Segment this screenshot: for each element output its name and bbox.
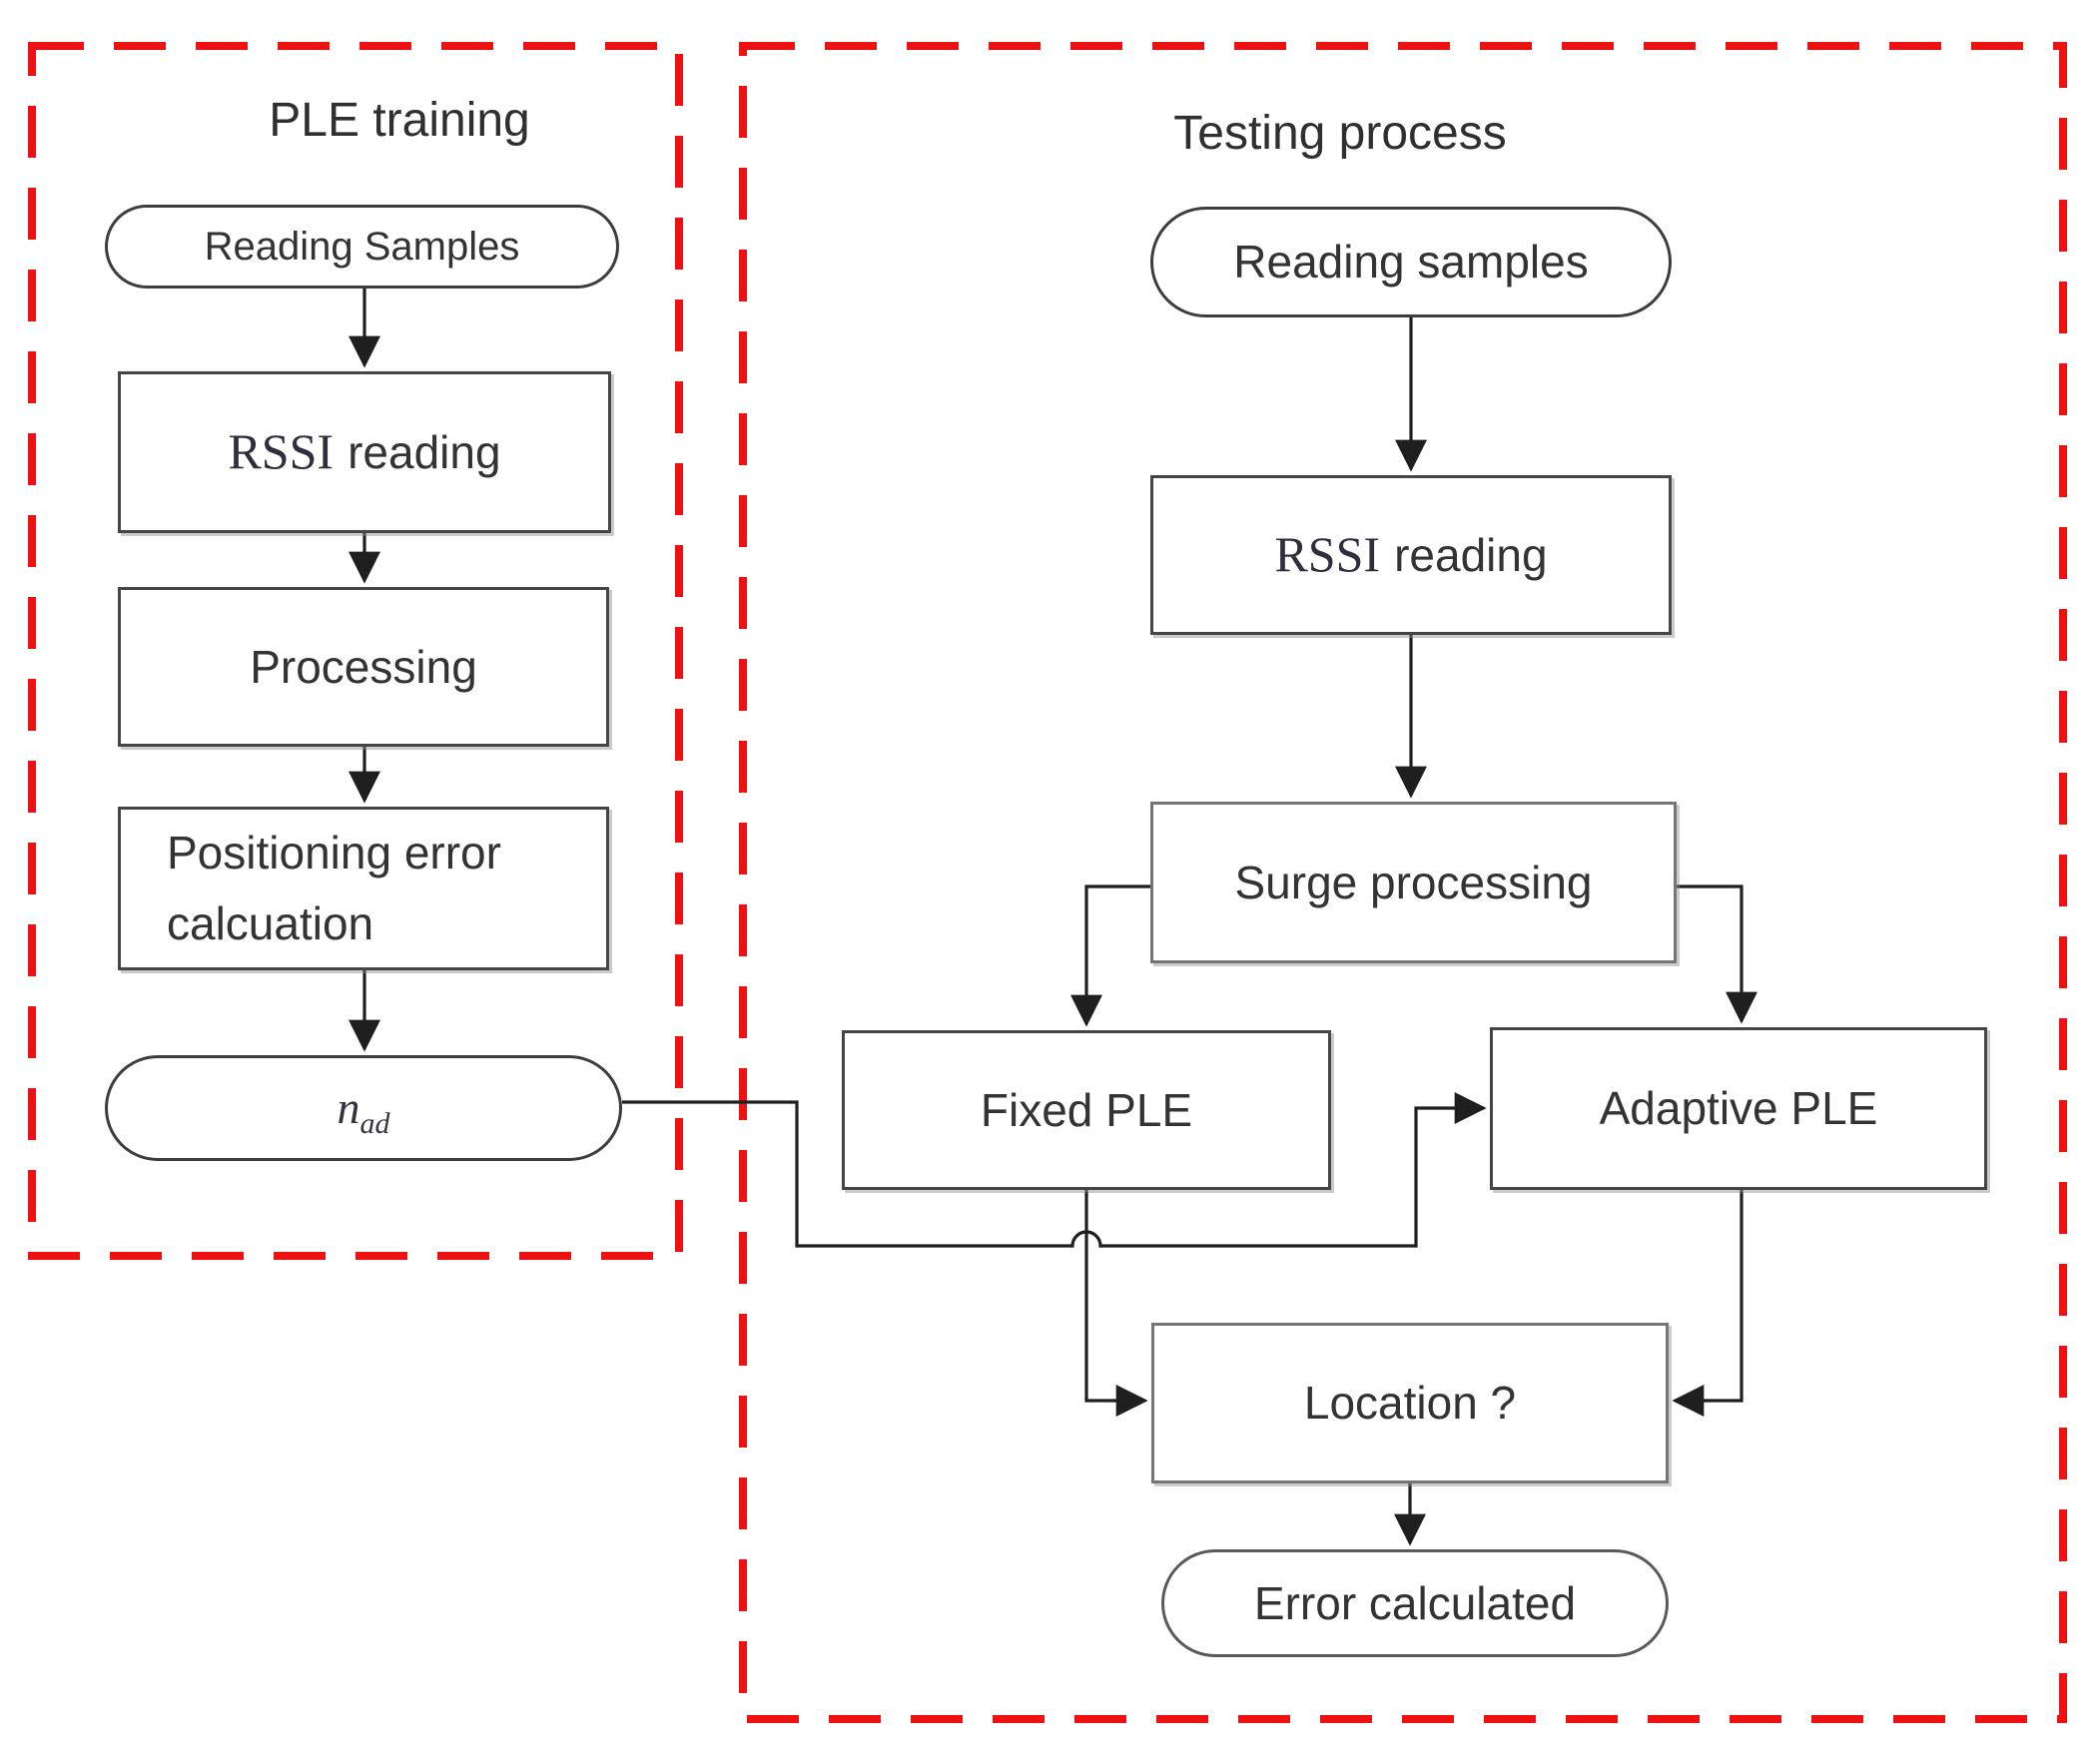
node-fixed-ple-label: Fixed PLE: [980, 1083, 1193, 1136]
node-rssi-right-prefix: RSSI: [1274, 526, 1381, 583]
node-nad: nad: [105, 1055, 622, 1161]
node-error-calculated-label: Error calculated: [1253, 1576, 1577, 1629]
ple-training-panel-border: [28, 42, 683, 1260]
right-panel-title: Testing process: [1173, 106, 1507, 160]
testing-process-panel-border: [739, 42, 2067, 1723]
nad-subscript: ad: [359, 1106, 390, 1140]
positioning-error-line1: Positioning error: [167, 827, 501, 879]
node-location: Location ?: [1151, 1323, 1669, 1483]
node-fixed-ple: Fixed PLE: [842, 1030, 1331, 1190]
node-rssi-reading-right: RSSI reading: [1150, 475, 1672, 635]
arrow-surge-to-fixed-ple: [1070, 884, 1150, 1027]
node-positioning-error-calculation: Positioning error calcuation: [118, 807, 609, 970]
arrow-nad-to-adaptive-ple: [622, 1092, 1487, 1248]
node-surge-processing-label: Surge processing: [1234, 856, 1593, 908]
node-adaptive-ple: Adaptive PLE: [1490, 1027, 1987, 1190]
node-surge-processing: Surge processing: [1150, 802, 1677, 963]
positioning-error-line2: calcuation: [167, 896, 374, 949]
node-rssi-reading-left: RSSI reading: [118, 371, 611, 533]
node-processing: Processing: [118, 587, 609, 747]
node-reading-samples-left: Reading Samples: [105, 205, 619, 289]
node-error-calculated: Error calculated: [1161, 1549, 1669, 1657]
arrow-adaptive-ple-to-location: [1672, 1190, 1744, 1417]
node-rssi-left-suffix: reading: [348, 425, 501, 478]
nad-symbol: nad: [337, 1081, 390, 1140]
left-panel-title: PLE training: [269, 93, 530, 147]
node-location-label: Location ?: [1303, 1377, 1517, 1430]
node-processing-label: Processing: [250, 640, 477, 693]
node-reading-samples-left-label: Reading Samples: [204, 225, 520, 269]
arrow-fixed-ple-to-location: [1084, 1190, 1148, 1417]
node-reading-samples-right-label: Reading samples: [1233, 236, 1589, 289]
node-rssi-right-suffix: reading: [1394, 528, 1548, 581]
node-rssi-left-prefix: RSSI: [228, 423, 335, 480]
arrow-surge-to-adaptive-ple: [1677, 884, 1757, 1024]
node-adaptive-ple-label: Adaptive PLE: [1599, 1082, 1878, 1135]
node-reading-samples-right: Reading samples: [1150, 207, 1672, 317]
